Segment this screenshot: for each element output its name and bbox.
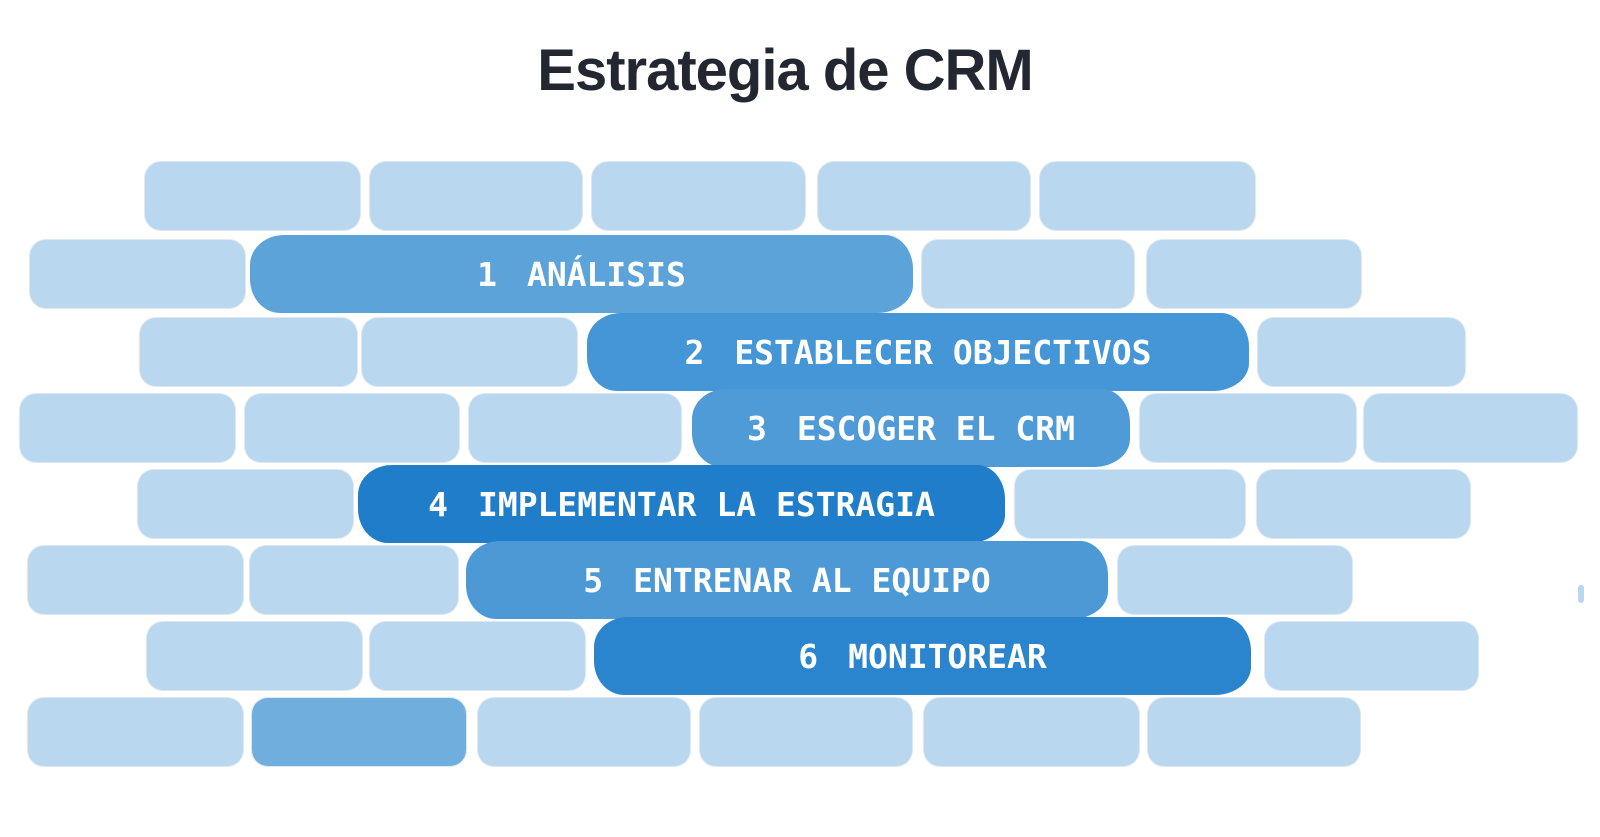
step-brick-4: 4 IMPLEMENTAR LA ESTRAGIA xyxy=(358,465,1005,543)
step-number: 6 xyxy=(798,636,819,676)
step-number: 2 xyxy=(684,332,705,372)
step-number: 4 xyxy=(428,484,448,524)
brick xyxy=(1147,240,1361,308)
brick xyxy=(1257,470,1470,538)
brick xyxy=(1015,470,1245,538)
step-brick-1: 1 ANÁLISIS xyxy=(250,235,913,313)
brick xyxy=(1140,394,1356,462)
brick xyxy=(1040,162,1255,230)
brick xyxy=(147,622,362,690)
brick xyxy=(1118,546,1352,614)
step-number: 1 xyxy=(477,254,497,294)
brick xyxy=(252,698,466,766)
brick xyxy=(478,698,690,766)
partial-brick-sliver xyxy=(1578,585,1584,603)
step-label: ENTRENAR AL EQUIPO xyxy=(633,560,991,600)
brick xyxy=(138,470,353,538)
brick xyxy=(1364,394,1577,462)
brick xyxy=(818,162,1030,230)
brick xyxy=(20,394,235,462)
step-brick-6: 6 MONITOREAR xyxy=(594,617,1251,695)
brick xyxy=(250,546,458,614)
brick xyxy=(924,698,1139,766)
step-label: ESTABLECER OBJECTIVOS xyxy=(734,332,1152,372)
brick xyxy=(1265,622,1478,690)
brick xyxy=(140,318,357,386)
brick xyxy=(30,240,245,308)
step-label: MONITOREAR xyxy=(848,636,1047,676)
brick xyxy=(469,394,681,462)
step-label: IMPLEMENTAR LA ESTRAGIA xyxy=(477,484,935,524)
brick xyxy=(28,698,243,766)
brick xyxy=(245,394,459,462)
brick xyxy=(145,162,360,230)
step-brick-3: 3 ESCOGER EL CRM xyxy=(692,389,1130,467)
brick xyxy=(592,162,805,230)
brick xyxy=(28,546,243,614)
brick xyxy=(370,622,585,690)
step-brick-5: 5 ENTRENAR AL EQUIPO xyxy=(466,541,1108,619)
brick xyxy=(362,318,577,386)
step-number: 3 xyxy=(746,408,767,448)
brick xyxy=(1148,698,1360,766)
page-title: Estrategia de CRM xyxy=(537,38,1033,103)
brick xyxy=(700,698,912,766)
step-number: 5 xyxy=(583,560,604,600)
step-brick-2: 2 ESTABLECER OBJECTIVOS xyxy=(587,313,1249,391)
brick xyxy=(1258,318,1465,386)
step-label: ESCOGER EL CRM xyxy=(796,408,1076,448)
brick xyxy=(922,240,1134,308)
step-label: ANÁLISIS xyxy=(526,254,686,294)
brick xyxy=(370,162,582,230)
